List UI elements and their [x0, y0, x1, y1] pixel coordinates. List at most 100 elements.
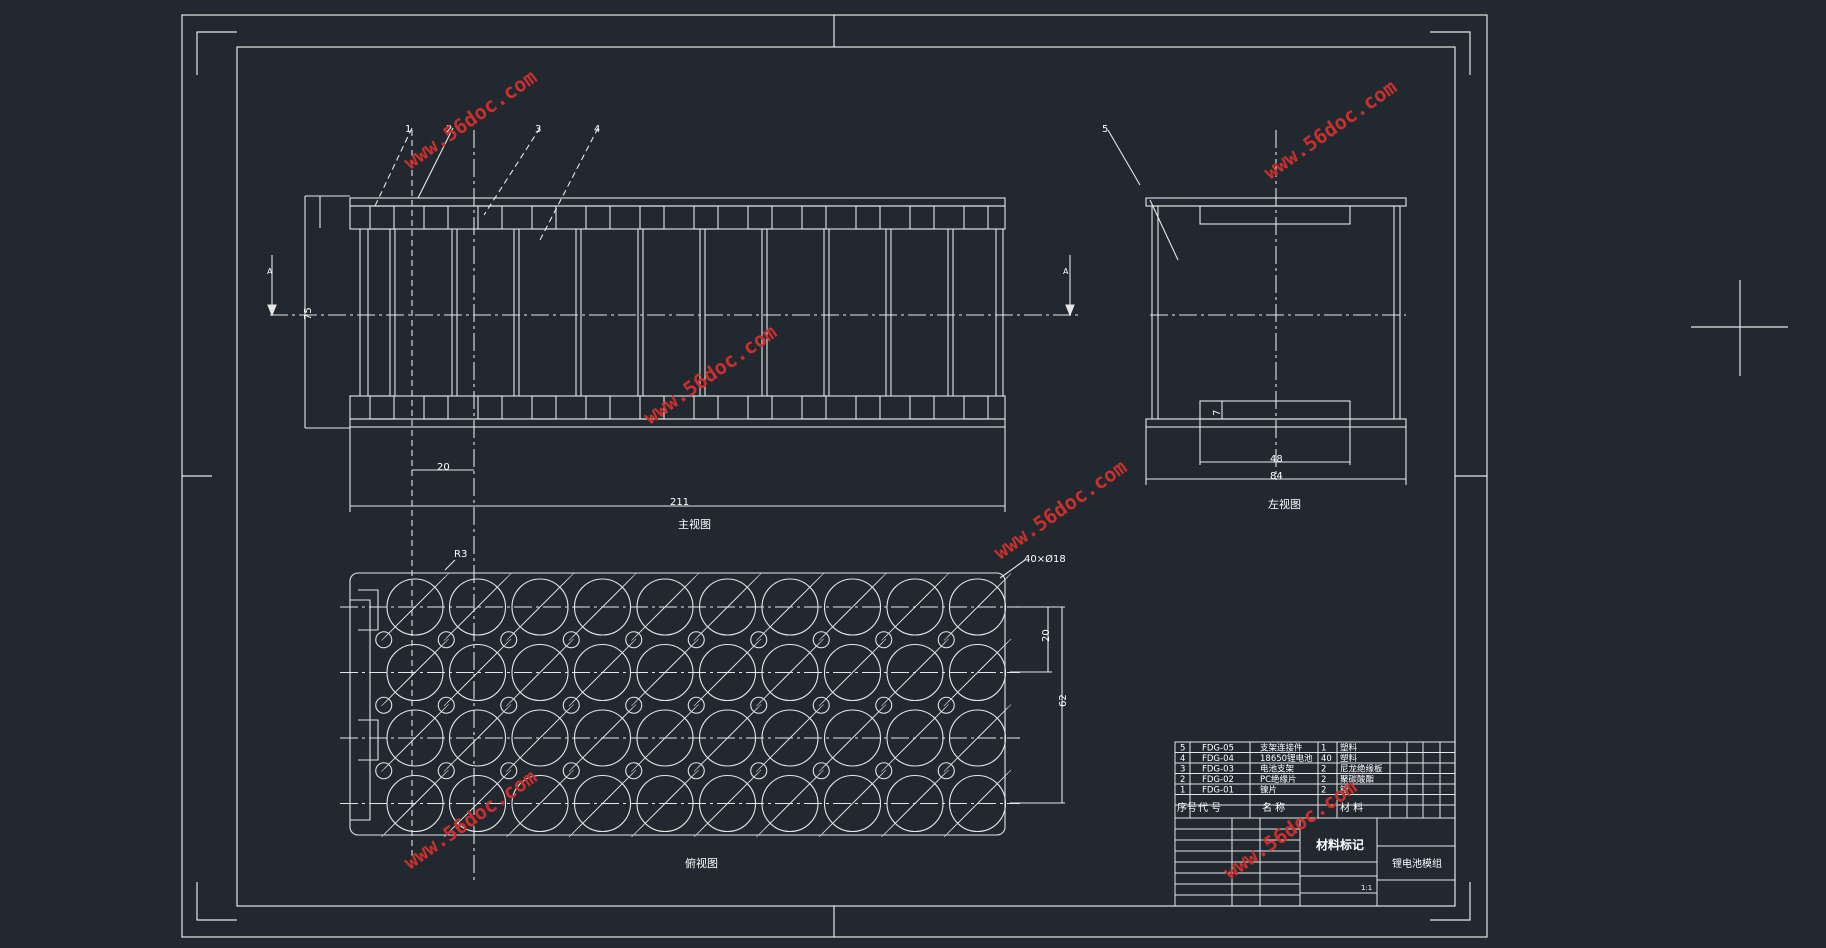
- bom-header: 代 号: [1198, 802, 1221, 814]
- side-top-boss: [1199, 205, 1351, 225]
- leader-5: [1107, 129, 1141, 186]
- dim-side-inner: 48: [1270, 454, 1283, 465]
- hatch: [919, 638, 949, 669]
- balloon-3: 3: [535, 124, 541, 135]
- watermark: www.56doc.com: [639, 320, 781, 429]
- vent-hole: [875, 696, 893, 714]
- hatch: [606, 704, 637, 734]
- holder-tab: [801, 395, 827, 420]
- holder-tab: [531, 395, 557, 420]
- hatch: [544, 573, 574, 603]
- holder-tab: [963, 205, 989, 230]
- hatch: [856, 638, 887, 669]
- hatch: [669, 769, 699, 800]
- hatch: [981, 638, 1012, 669]
- vent-hole: [875, 631, 893, 649]
- bom-cell: 2: [1321, 786, 1326, 796]
- vent-hole: [625, 696, 643, 714]
- hatch: [731, 704, 762, 734]
- bom-cell: 5: [1180, 744, 1185, 754]
- plan-view: [340, 559, 1065, 838]
- bom-cell: 4: [1180, 754, 1185, 764]
- vent-hole: [500, 631, 518, 649]
- vent-hole: [750, 631, 768, 649]
- scale: 1:1: [1361, 884, 1372, 892]
- hatch: [919, 704, 949, 734]
- holder-tab: [423, 395, 449, 420]
- hatch: [419, 573, 449, 603]
- holder-tab: [531, 205, 557, 230]
- dim-plan-width: 62: [1058, 694, 1069, 707]
- cell-circle: [823, 774, 882, 833]
- material-mark: 材料标记: [1315, 837, 1364, 852]
- holder-tab: [369, 205, 395, 230]
- hatch: [481, 704, 512, 734]
- vent-hole: [750, 762, 768, 780]
- view-label-side: 左视图: [1268, 497, 1301, 511]
- bom-cell: 聚碳酸酯: [1340, 774, 1375, 785]
- hatch: [794, 769, 824, 800]
- bom-cell: 镍: [1340, 785, 1349, 796]
- bom-header: 名 称: [1262, 801, 1285, 814]
- hatch: [544, 769, 574, 800]
- section-mark-right: A: [1063, 267, 1069, 276]
- holder-tab: [369, 395, 395, 420]
- title-block-text: 材料标记 锂电池模组 1:1: [1315, 837, 1442, 892]
- vent-hole: [375, 696, 393, 714]
- watermark: www.56doc.com: [399, 65, 541, 174]
- vent-hole: [375, 762, 393, 780]
- hatch: [856, 769, 887, 800]
- bom-cell: 尼龙绝缘板: [1340, 764, 1383, 775]
- holder-tab: [963, 395, 989, 420]
- vent-hole: [687, 631, 705, 649]
- watermark: www.56doc.com: [399, 765, 541, 874]
- holder-tab: [801, 205, 827, 230]
- bom-cell: 40: [1321, 754, 1332, 764]
- leader: [417, 127, 454, 199]
- hatch: [981, 573, 1012, 603]
- vent-hole: [500, 696, 518, 714]
- hole-leader: [999, 559, 1026, 579]
- bom-header: 材 料: [1340, 801, 1363, 814]
- radius-leader: [444, 559, 456, 571]
- vent-hole: [937, 631, 955, 649]
- bom-cell: 1: [1321, 744, 1326, 754]
- drawing-frame: [181, 14, 1788, 938]
- plan-outline: [349, 572, 1006, 836]
- plan-end-tab: [358, 589, 379, 631]
- hatch: [481, 573, 512, 603]
- hatch: [544, 638, 574, 669]
- vent-hole: [375, 631, 393, 649]
- vent-hole: [937, 762, 955, 780]
- arrow-head: [1065, 304, 1075, 317]
- dim-side-width: 84: [1270, 471, 1283, 482]
- hatch: [544, 704, 574, 734]
- holder-tab: [585, 205, 611, 230]
- watermark: www.56doc.com: [1259, 75, 1401, 184]
- hatch: [481, 638, 512, 669]
- top-holder: [349, 205, 1006, 230]
- bom-cell: 电池支架: [1260, 764, 1295, 775]
- dim-side-small: 7: [1212, 410, 1223, 416]
- arrow-head: [267, 304, 277, 317]
- balloon-2: 2: [446, 124, 452, 135]
- hatch: [794, 573, 824, 603]
- holder-tab: [747, 205, 773, 230]
- hatch: [856, 573, 887, 603]
- bottom-plate: [349, 418, 1006, 428]
- vent-hole: [437, 631, 455, 649]
- hatch: [981, 704, 1012, 734]
- vent-hole: [562, 631, 580, 649]
- hatch: [981, 769, 1012, 800]
- side-view: [1107, 129, 1407, 485]
- dim-front-height: 75: [303, 307, 314, 320]
- hatch: [794, 638, 824, 669]
- vent-hole: [562, 696, 580, 714]
- top-plate: [349, 197, 1006, 207]
- vent-hole: [812, 696, 830, 714]
- hatch: [606, 638, 637, 669]
- bom-cell: FDG-03: [1202, 765, 1234, 775]
- hatch: [669, 573, 699, 603]
- vent-hole: [500, 762, 518, 780]
